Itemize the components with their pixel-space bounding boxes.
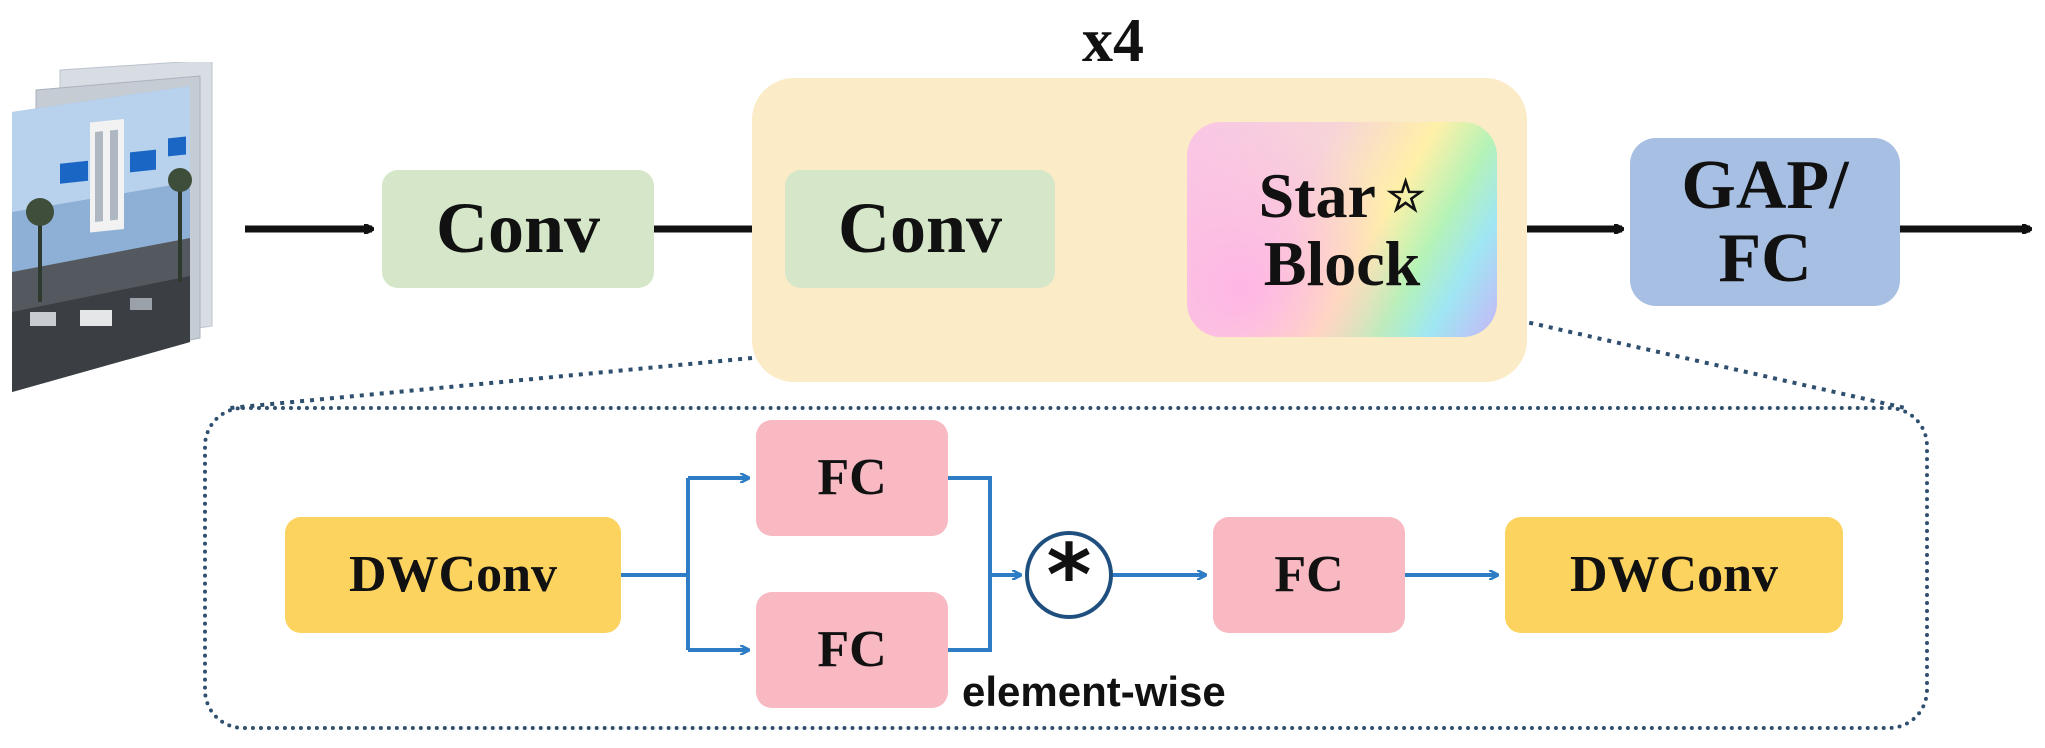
zoom-line-right xyxy=(1499,314,1906,410)
line-fc-bottom-merge xyxy=(948,575,992,652)
element-wise-label: element-wise xyxy=(962,668,1226,715)
gap-fc-block: GAP/ FC xyxy=(1630,138,1900,306)
fc-branch-top: FC xyxy=(756,420,948,536)
gap-fc-label-top: GAP/ xyxy=(1681,146,1849,224)
fc-after-multiply: FC xyxy=(1213,517,1405,633)
conv-block-stem: Conv xyxy=(382,170,654,288)
star-icon: ☆ xyxy=(1385,172,1426,222)
dwconv-output-block: DWConv xyxy=(1505,517,1843,633)
star-block-detail-panel xyxy=(203,406,1929,730)
dwconv-input-block: DWConv xyxy=(285,517,621,633)
multiply-symbol: * xyxy=(1047,526,1092,626)
fc-branch-bottom: FC xyxy=(756,592,948,708)
star-block-label-top: Star xyxy=(1258,160,1376,232)
line-fc-top-merge xyxy=(948,476,992,575)
element-wise-multiply-icon xyxy=(1025,531,1113,619)
repeat-count-label: x4 xyxy=(1082,7,1144,75)
input-image-stack-icon xyxy=(12,62,213,392)
star-block-title-line: Star☆ xyxy=(1259,162,1426,229)
star-block-label-bottom: Block xyxy=(1263,227,1421,299)
gap-fc-label-bottom: FC xyxy=(1718,220,1812,297)
conv-block-stage: Conv xyxy=(785,170,1055,288)
star-block: Star☆ Block xyxy=(1187,122,1497,337)
